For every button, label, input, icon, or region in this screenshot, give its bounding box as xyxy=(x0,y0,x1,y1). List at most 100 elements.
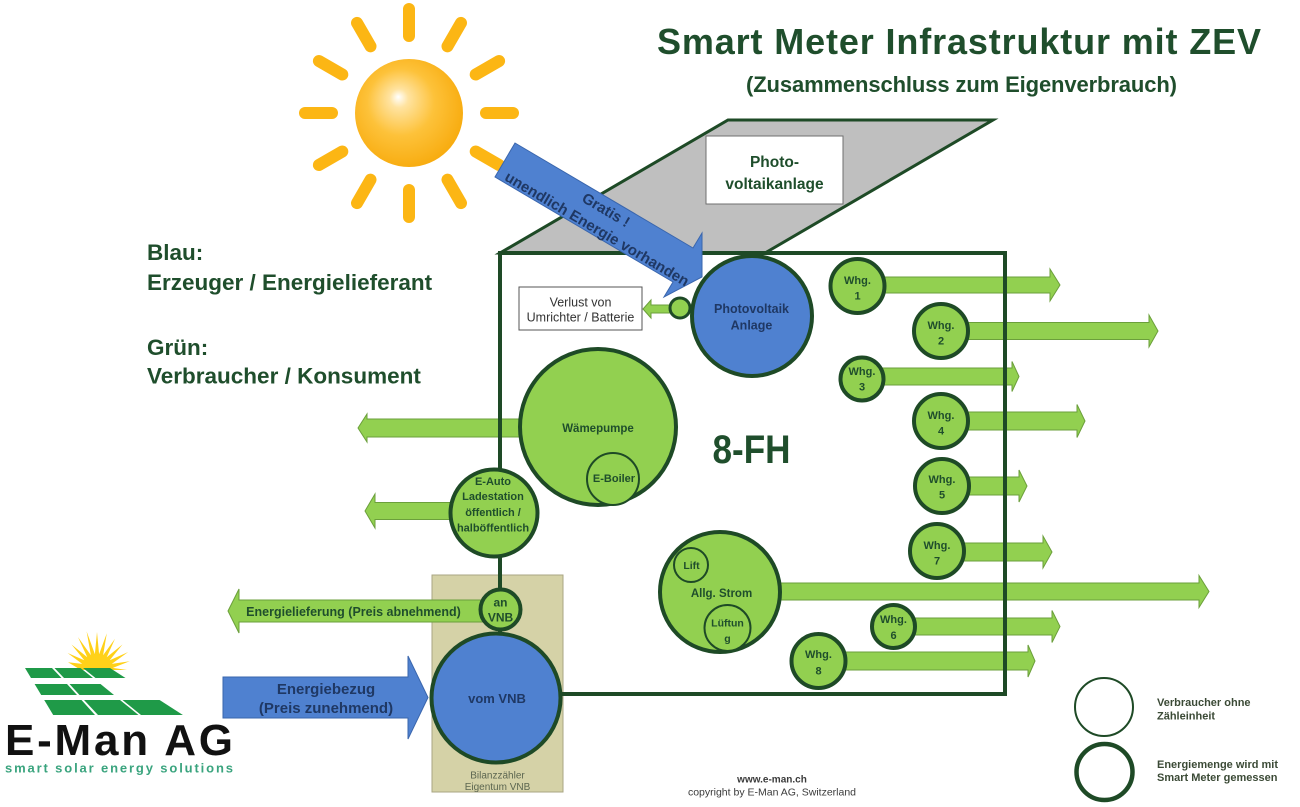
e-boiler-circle xyxy=(586,452,640,506)
sun-ray xyxy=(312,145,349,171)
legend-green-description: Verbraucher / Konsument xyxy=(147,364,421,389)
footer-website: www.e-man.ch xyxy=(736,775,807,786)
heat-pump-label: Wämepumpe xyxy=(562,423,634,435)
apartment-5-flow-arrow xyxy=(964,469,1028,503)
grid-supply-label: vom VNB xyxy=(468,691,526,706)
ev-charger-circle xyxy=(448,467,540,559)
pv-plant-label-line-2: Anlage xyxy=(731,319,773,333)
inverter-loss-meter-circle xyxy=(668,296,692,320)
sun-ray xyxy=(441,16,467,53)
grid-import-label-line-1: Energiebezug xyxy=(277,681,375,698)
grid-export-flow-arrow xyxy=(227,588,491,634)
apartment-1-label: Whg. xyxy=(844,275,871,287)
sun-disc xyxy=(355,59,463,167)
apartment-2-meter-circle xyxy=(912,302,970,360)
pv-plant-circle xyxy=(690,254,814,378)
lift-label: Lift xyxy=(683,560,700,572)
apartment-8-flow-arrow xyxy=(839,644,1036,678)
pv-label-box xyxy=(705,135,844,205)
apartment-5-label: Whg. xyxy=(929,474,956,486)
ev-charger-label-line-2: Ladestation xyxy=(462,491,524,503)
ventilation-label-line-1: Lüftun xyxy=(711,618,744,630)
logo-tagline: smart solar energy solutions xyxy=(5,761,233,776)
apartment-1-number: 1 xyxy=(854,291,860,303)
logo-panel xyxy=(83,668,126,678)
e-boiler-label: E-Boiler xyxy=(593,473,636,485)
grid-import-flow-arrow xyxy=(222,655,429,740)
legend-unmetered-circle-icon xyxy=(1074,677,1134,737)
apartment-3-meter-circle xyxy=(838,355,886,403)
sun-icon xyxy=(299,3,519,223)
color-legend: Blau: Erzeuger / Energielieferant Grün: … xyxy=(147,240,433,389)
meter-box-label-line-2: Eigentum VNB xyxy=(465,782,531,793)
logo-company-name: E-Man AG xyxy=(5,716,233,765)
solar-energy-arrow-shape xyxy=(494,142,703,299)
page-title: Smart Meter Infrastruktur mit ZEV xyxy=(657,21,1261,62)
grid-feed-in-label-line-2: VNB xyxy=(488,611,514,625)
pv-plant-label-line-1: Photovoltaik xyxy=(714,302,789,316)
grid-supply-meter-circle xyxy=(429,631,563,765)
solar-panel-sun-logo-icon xyxy=(25,631,183,715)
ev-charger-label-line-1: E-Auto xyxy=(475,476,511,488)
apartment-3-number: 3 xyxy=(859,382,865,394)
legend-metered-line-1: Energiemenge wird mit xyxy=(1157,759,1278,771)
grid-feed-in-meter-circle xyxy=(478,587,523,632)
symbol-legend: Verbraucher ohne Zähleinheit Energiemeng… xyxy=(1074,677,1278,803)
legend-metered-circle-icon xyxy=(1074,741,1135,803)
flow-arrows xyxy=(222,267,1210,740)
apartment-5-meter-circle xyxy=(913,457,971,515)
heat-pump-circle xyxy=(518,347,678,507)
logo-panel xyxy=(34,684,77,695)
legend-metered-line-2: Smart Meter gemessen xyxy=(1157,772,1278,784)
apartment-2-number: 2 xyxy=(938,336,944,348)
lift-circle xyxy=(673,547,709,583)
pv-label-line-1: Photo- xyxy=(750,154,799,171)
apartment-7-number: 7 xyxy=(934,556,940,568)
apartment-6-meter-circle xyxy=(870,603,917,650)
logo-panel xyxy=(25,668,62,678)
logo-sun-disc xyxy=(81,654,113,670)
apartment-3-flow-arrow xyxy=(879,361,1020,392)
logo-panel xyxy=(69,684,114,695)
apartment-6-label: Whg. xyxy=(880,614,907,626)
sun-ray xyxy=(469,55,506,81)
ventilation-circle xyxy=(703,604,752,652)
sun-ray xyxy=(351,173,377,210)
meter-box-label-line-1: Bilanzzähler xyxy=(470,771,525,782)
grid-export-label: Energielieferung (Preis abnehmend) xyxy=(246,605,461,619)
grid-feed-in-label-line-1: an xyxy=(493,596,507,610)
logo-panel xyxy=(84,700,139,715)
ventilation-label-line-2: g xyxy=(724,633,730,645)
legend-unmetered-line-2: Zähleinheit xyxy=(1157,711,1215,723)
page-subtitle: (Zusammenschluss zum Eigenverbrauch) xyxy=(746,72,1177,97)
apartment-1-flow-arrow xyxy=(879,267,1061,303)
logo-panel xyxy=(44,700,95,715)
legend-blue-heading: Blau: xyxy=(147,240,203,265)
logo-panel xyxy=(54,668,93,678)
apartment-6-number: 6 xyxy=(890,630,896,642)
apartment-4-meter-circle xyxy=(912,392,970,450)
apartment-4-number: 4 xyxy=(938,426,945,438)
apartment-8-label: Whg. xyxy=(805,649,832,661)
apartment-8-number: 8 xyxy=(815,666,821,678)
pv-label-line-2: voltaikanlage xyxy=(725,176,824,193)
apartment-4-label: Whg. xyxy=(928,410,955,422)
ev-charger-flow-arrow xyxy=(364,492,461,530)
apartment-5-number: 5 xyxy=(939,490,945,502)
legend-blue-description: Erzeuger / Energielieferant xyxy=(147,270,433,295)
sun-ray xyxy=(469,145,506,171)
e-man-logo: E-Man AG smart solar energy solutions xyxy=(5,631,233,776)
apartment-4-flow-arrow xyxy=(964,404,1086,438)
loss-box-line-2: Umrichter / Batterie xyxy=(527,311,635,325)
legend-unmetered-line-1: Verbraucher ohne xyxy=(1157,697,1251,709)
apartment-7-label: Whg. xyxy=(924,540,951,552)
general-power-flow-arrow xyxy=(774,573,1210,610)
sun-ray xyxy=(351,16,377,53)
apartment-6-flow-arrow xyxy=(909,610,1061,643)
heat-pump-flow-arrow xyxy=(357,412,531,444)
sun-ray xyxy=(441,173,467,210)
sun-ray xyxy=(312,55,349,81)
ev-charger-label-line-3: öffentlich / xyxy=(465,507,521,519)
ev-charger-label-line-4: halböffentlich xyxy=(457,523,529,535)
